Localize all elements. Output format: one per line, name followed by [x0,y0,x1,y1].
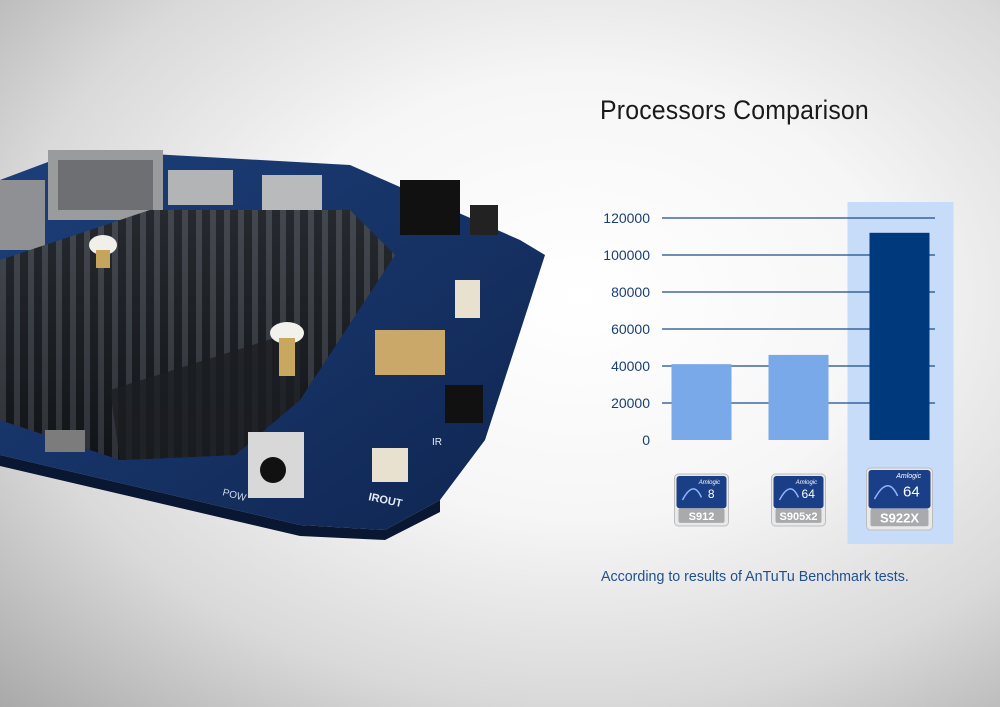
chip-badge: 64 [903,484,920,501]
chip-badge: 8 [708,487,715,501]
chip-brand: Amlogic [698,480,720,486]
chip-badge: 64 [802,487,816,501]
y-tick-label: 100000 [603,247,650,263]
usb-port [168,170,233,205]
chip-brand: Amlogic [895,473,921,480]
chip-model-label: S912 [689,511,715,523]
chip-brand: Amlogic [795,480,817,486]
bar-s912 [671,364,732,440]
chip-model-label: S905x2 [780,511,818,523]
y-tick-label: 40000 [611,358,650,374]
bar-chart: 0 20000 40000 60000 80000 100000 120000 Amlogi… [603,202,954,544]
y-tick-label: 120000 [603,210,650,226]
chip-model-label: S922X [880,511,919,526]
bar-s922x [869,232,930,440]
y-tick-label: 0 [642,432,650,448]
footnote: According to results of AnTuTu Benchmark… [601,568,909,585]
chart-title: Processors Comparison [600,95,869,125]
ir-label: IR [432,437,442,448]
board-photo: POW IROUT IR [0,150,545,540]
y-tick-label: 80000 [611,284,650,300]
bar-s905x2 [768,354,829,440]
y-tick-label: 60000 [611,321,650,337]
y-tick-label: 20000 [611,395,650,411]
